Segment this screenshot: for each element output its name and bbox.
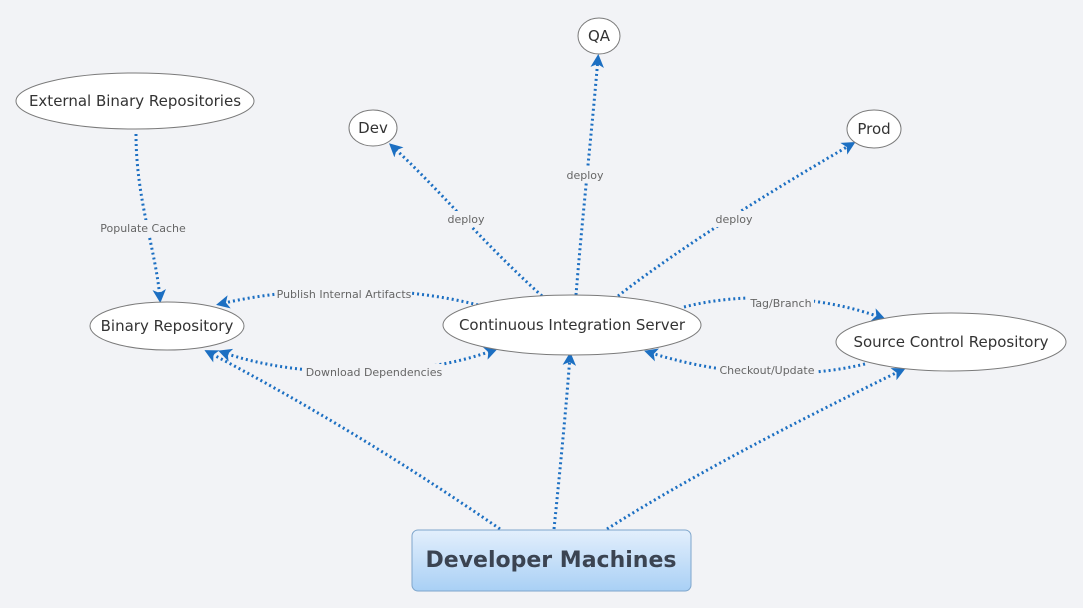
edge-publish-internal-artifacts[interactable] [216,288,479,309]
label-tag-branch-text: Tag/Branch [749,297,811,310]
node-dev[interactable]: Dev [348,109,398,147]
node-qa-label: QA [588,27,611,45]
node-continuous-integration-server[interactable]: Continuous Integration Server [442,294,702,356]
node-binary-repository-label: Binary Repository [101,317,234,335]
label-checkout-update: Checkout/Update [716,362,818,378]
label-tag-branch: Tag/Branch [748,295,814,311]
edge-dev-machines-to-binary-repo[interactable] [204,350,501,531]
label-download-dependencies-text: Download Dependencies [306,366,443,379]
label-checkout-update-text: Checkout/Update [719,364,814,377]
label-publish-internal-artifacts-text: Publish Internal Artifacts [277,288,412,301]
label-publish-internal-artifacts: Publish Internal Artifacts [276,286,412,302]
label-deploy-prod-text: deploy [715,213,753,226]
label-deploy-qa: deploy [563,167,607,183]
node-source-control-repository-label: Source Control Repository [853,333,1048,351]
label-populate-cache: Populate Cache [96,220,190,236]
edge-dev-machines-to-ci[interactable] [552,351,577,530]
edge-dev-machines-to-source-control[interactable] [606,368,906,531]
label-populate-cache-text: Populate Cache [100,222,186,235]
node-prod-label: Prod [857,120,890,138]
edge-populate-cache[interactable] [134,133,166,304]
label-deploy-qa-text: deploy [566,169,604,182]
label-deploy-dev-text: deploy [447,213,485,226]
node-developer-machines[interactable]: Developer Machines [411,529,692,592]
node-prod[interactable]: Prod [846,109,902,149]
node-dev-label: Dev [358,119,388,137]
node-binary-repository[interactable]: Binary Repository [89,301,245,351]
node-qa[interactable]: QA [577,17,621,55]
label-deploy-prod: deploy [712,211,756,227]
edge-tag-branch[interactable] [683,296,886,321]
label-deploy-dev: deploy [444,211,488,227]
node-external-binary-repositories-label: External Binary Repositories [29,92,241,110]
label-download-dependencies: Download Dependencies [304,364,444,380]
node-developer-machines-label: Developer Machines [426,548,677,573]
node-source-control-repository[interactable]: Source Control Repository [835,312,1067,372]
edge-checkout-update[interactable] [644,348,866,375]
node-continuous-integration-server-label: Continuous Integration Server [459,316,686,334]
node-external-binary-repositories[interactable]: External Binary Repositories [15,72,255,130]
